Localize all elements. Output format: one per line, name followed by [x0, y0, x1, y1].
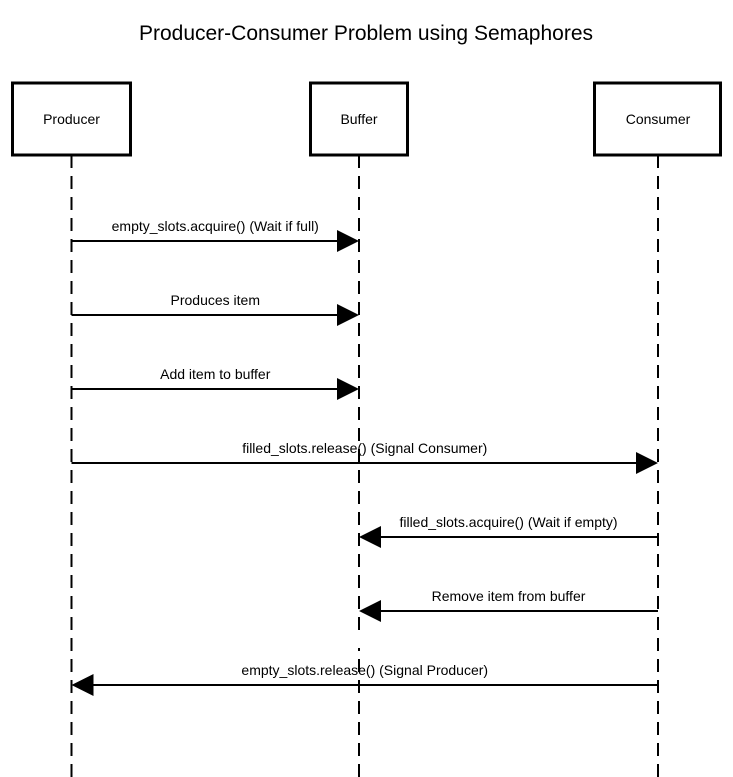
actor-buffer: Buffer [309, 81, 409, 157]
message-6-label: Remove item from buffer [432, 588, 586, 604]
message-3-label: Add item to buffer [160, 366, 271, 382]
message-4-label: filled_slots.release() (Signal Consumer) [242, 440, 487, 456]
diagram-title: Producer-Consumer Problem using Semaphor… [139, 22, 593, 45]
message-3: Add item to buffer [71, 366, 359, 400]
message-2-arrowhead [337, 304, 359, 326]
message-5: filled_slots.acquire() (Wait if empty) [359, 514, 658, 548]
actor-consumer: Consumer [593, 81, 722, 157]
message-7-arrowhead [71, 674, 94, 696]
message-5-label: filled_slots.acquire() (Wait if empty) [399, 514, 617, 530]
message-7-label: empty_slots.release() (Signal Producer) [241, 662, 488, 678]
lifelines [70, 155, 659, 777]
message-1-arrowhead [337, 230, 359, 252]
message-1: empty_slots.acquire() (Wait if full) [71, 218, 359, 252]
message-7: empty_slots.release() (Signal Producer) [71, 662, 658, 696]
producer-label: Producer [43, 111, 100, 127]
message-3-arrowhead [337, 378, 359, 400]
actor-producer: Producer [11, 81, 132, 157]
consumer-box [593, 81, 722, 157]
message-5-arrowhead [359, 526, 381, 548]
message-2-label: Produces item [171, 292, 260, 308]
message-2: Produces item [71, 292, 359, 326]
message-1-label: empty_slots.acquire() (Wait if full) [112, 218, 319, 234]
message-4-arrowhead [636, 452, 658, 474]
buffer-label: Buffer [340, 111, 377, 127]
message-6: Remove item from buffer [359, 588, 658, 622]
producer-box [11, 81, 132, 157]
consumer-label: Consumer [626, 111, 691, 127]
message-4: filled_slots.release() (Signal Consumer) [71, 440, 658, 474]
messages: empty_slots.acquire() (Wait if full) Prod… [71, 218, 658, 696]
actors: Producer Buffer Consumer [11, 81, 722, 157]
buffer-box [309, 81, 409, 157]
buffer-lifeline-gap [356, 636, 362, 648]
message-6-arrowhead [359, 600, 381, 622]
